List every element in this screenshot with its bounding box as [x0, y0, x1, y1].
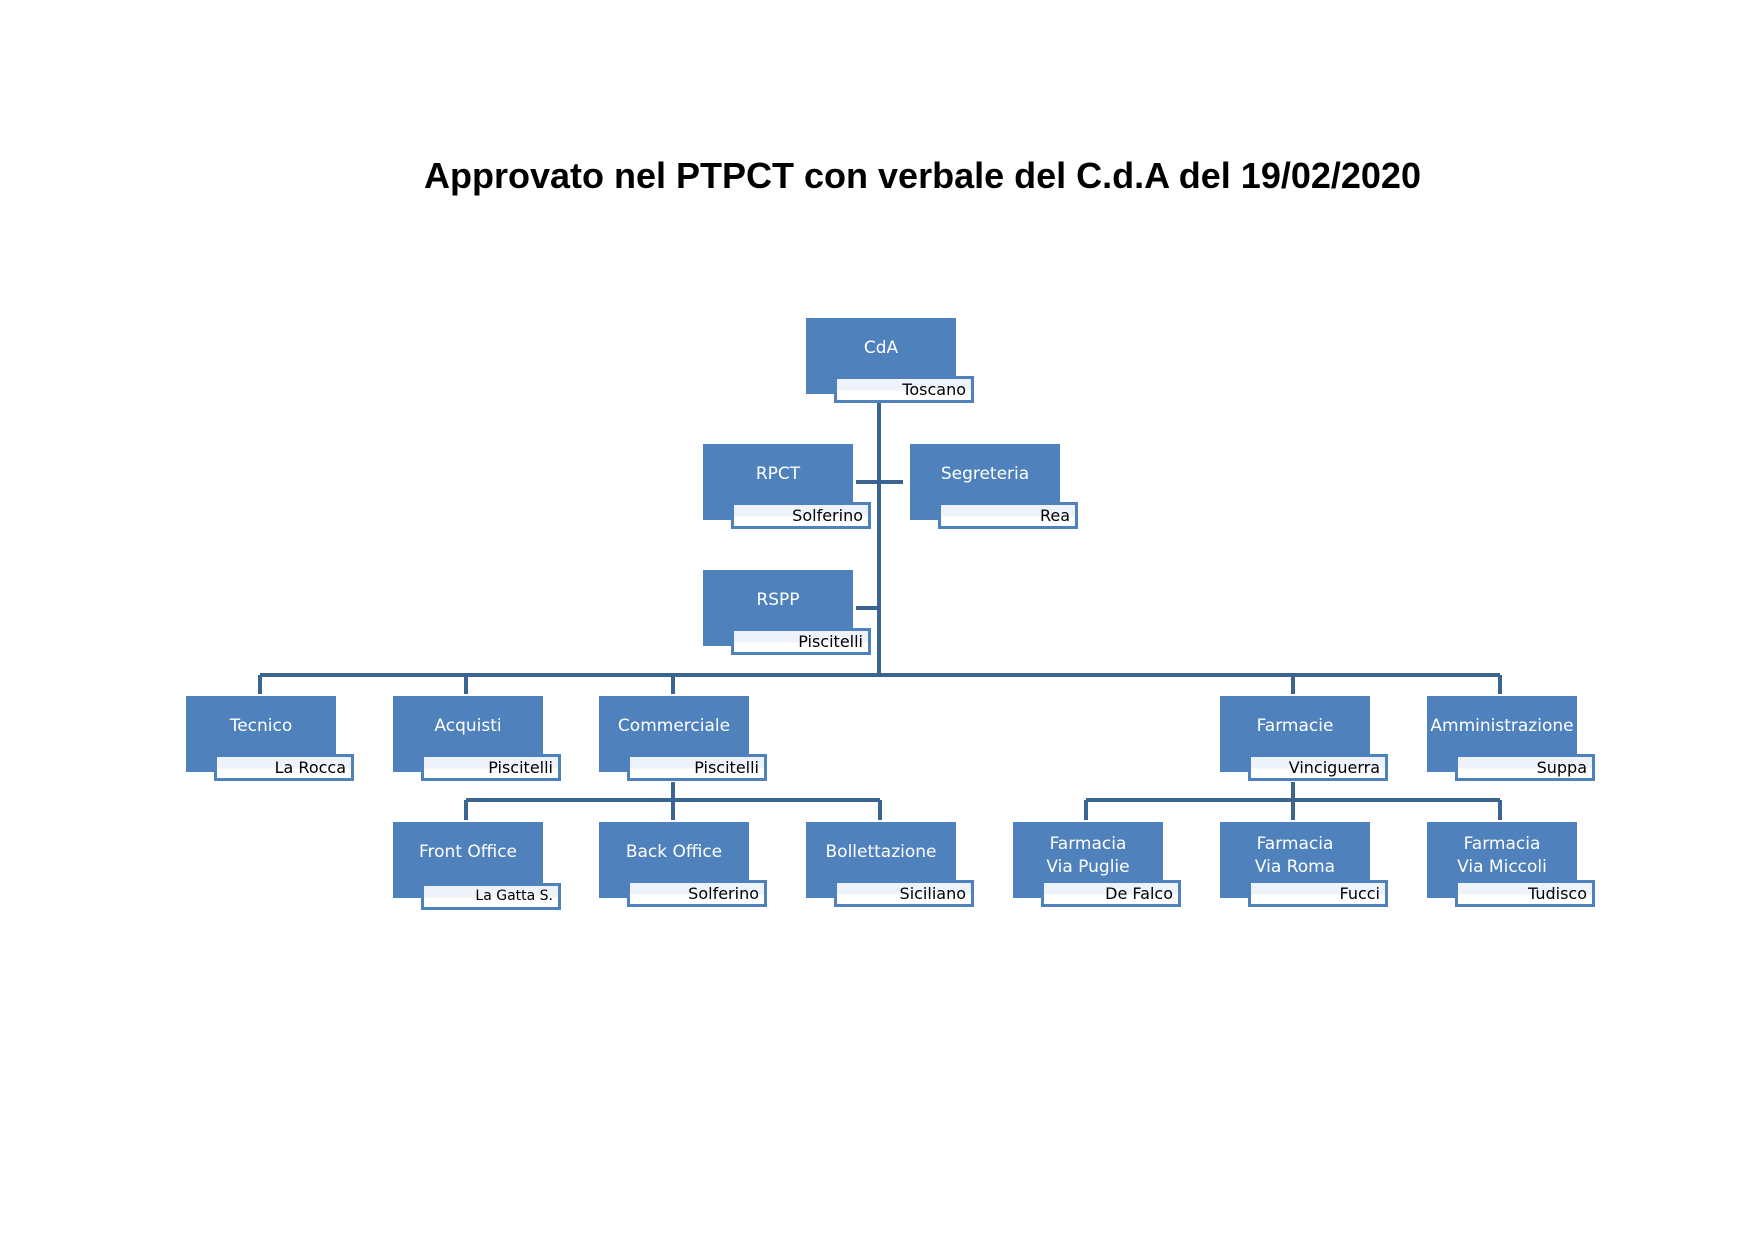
node-bollettazione-role: Bollettazione	[825, 842, 937, 862]
node-farmacia-via-miccoli-person: Tudisco	[1455, 880, 1595, 907]
node-farmacie-role: Farmacie	[1256, 716, 1334, 736]
node-acquisti: Acquisti Piscitelli	[393, 696, 561, 781]
node-front-office: Front Office La Gatta S.	[393, 822, 561, 910]
node-cda: CdA Toscano	[806, 318, 974, 403]
node-tecnico: Tecnico La Rocca	[186, 696, 354, 781]
node-farmacie-person: Vinciguerra	[1248, 754, 1388, 781]
node-back-office-person: Solferino	[627, 880, 767, 907]
node-rpct-role: RPCT	[755, 464, 801, 484]
node-commerciale-role: Commerciale	[617, 716, 731, 736]
node-tecnico-role: Tecnico	[229, 716, 293, 736]
node-cda-person: Toscano	[834, 376, 974, 403]
node-farmacia-via-miccoli-role-2: Via Miccoli	[1457, 857, 1547, 877]
node-amministrazione-role: Amministrazione	[1430, 716, 1574, 736]
node-farmacie: Farmacie Vinciguerra	[1220, 696, 1388, 781]
node-bollettazione: Bollettazione Siciliano	[806, 822, 974, 907]
node-segreteria-person: Rea	[938, 502, 1078, 529]
node-acquisti-role: Acquisti	[434, 716, 502, 736]
node-farmacia-via-puglie-person: De Falco	[1041, 880, 1181, 907]
node-amministrazione: Amministrazione Suppa	[1427, 696, 1595, 781]
node-farmacia-via-miccoli-role-1: Farmacia	[1463, 834, 1541, 854]
node-rpct: RPCT Solferino	[703, 444, 871, 529]
node-farmacia-via-roma-person: Fucci	[1248, 880, 1388, 907]
node-farmacia-via-roma-role-2: Via Roma	[1254, 857, 1336, 877]
node-farmacia-via-puglie-role-2: Via Puglie	[1046, 857, 1130, 877]
node-acquisti-person: Piscitelli	[421, 754, 561, 781]
node-commerciale: Commerciale Piscitelli	[599, 696, 767, 781]
node-segreteria: Segreteria Rea	[910, 444, 1078, 529]
node-back-office: Back Office Solferino	[599, 822, 767, 907]
node-rspp-person: Piscitelli	[731, 628, 871, 655]
node-farmacia-via-puglie-role-1: Farmacia	[1049, 834, 1127, 854]
node-cda-role: CdA	[863, 338, 899, 358]
page-title: Approvato nel PTPCT con verbale del C.d.…	[424, 155, 1421, 196]
node-farmacia-via-puglie: Farmacia Via Puglie De Falco	[1013, 822, 1181, 907]
node-farmacia-via-miccoli: Farmacia Via Miccoli Tudisco	[1427, 822, 1595, 907]
node-commerciale-person: Piscitelli	[627, 754, 767, 781]
node-tecnico-person: La Rocca	[214, 754, 354, 781]
node-front-office-role: Front Office	[418, 842, 518, 862]
node-rpct-person: Solferino	[731, 502, 871, 529]
node-segreteria-box: Segreteria	[910, 444, 1060, 520]
node-rspp-role: RSPP	[756, 590, 800, 610]
node-front-office-person: La Gatta S.	[421, 883, 561, 910]
node-bollettazione-person: Siciliano	[834, 880, 974, 907]
node-segreteria-role: Segreteria	[940, 464, 1030, 484]
node-farmacia-via-roma-role-1: Farmacia	[1256, 834, 1334, 854]
node-farmacia-via-roma: Farmacia Via Roma Fucci	[1220, 822, 1388, 907]
node-rspp: RSPP Piscitelli	[703, 570, 871, 655]
node-amministrazione-person: Suppa	[1455, 754, 1595, 781]
node-back-office-role: Back Office	[625, 842, 723, 862]
